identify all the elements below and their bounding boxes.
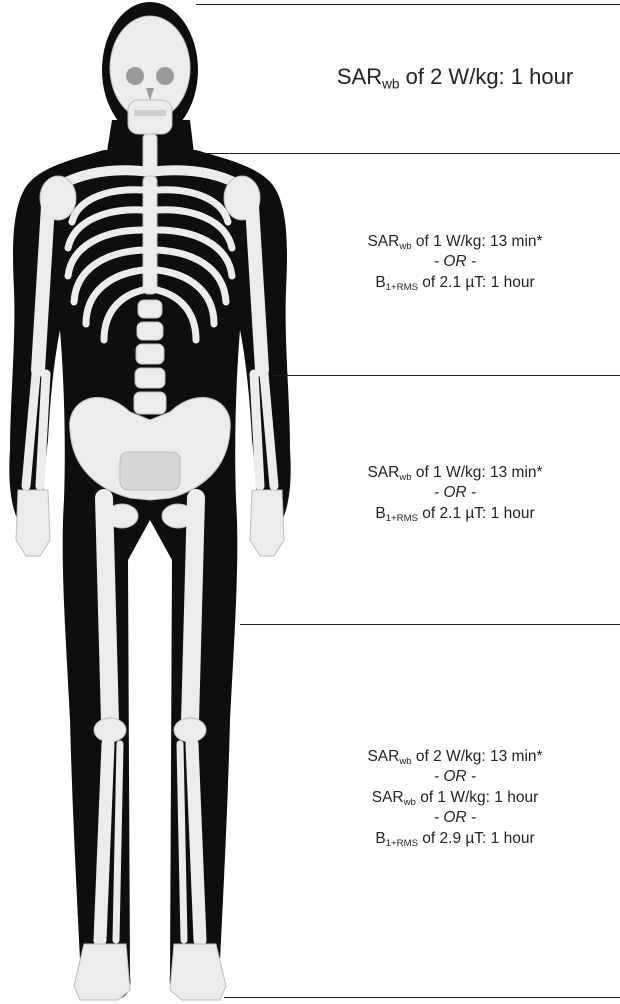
limit-value: of 2.1 µT: 1 hour: [418, 505, 535, 522]
quantity-symbol: SAR: [367, 233, 399, 250]
limit-value: of 2 W/kg: 1 hour: [400, 64, 574, 89]
limit-text: B1+RMS of 2.1 µT: 1 hour: [290, 504, 620, 524]
zone-label-chest: SARwb of 1 W/kg: 13 min*- OR -B1+RMS of …: [290, 232, 620, 293]
quantity-symbol: SAR: [372, 789, 404, 806]
limit-text: SARwb of 1 W/kg: 13 min*: [290, 232, 620, 252]
quantity-subscript: 1+RMS: [386, 282, 418, 293]
limit-text: SARwb of 1 W/kg: 13 min*: [290, 463, 620, 483]
or-separator: - OR -: [290, 252, 620, 272]
quantity-subscript: wb: [399, 756, 411, 767]
limit-text: SARwb of 2 W/kg: 13 min*: [290, 747, 620, 767]
limit-value: of 1 W/kg: 1 hour: [416, 789, 538, 806]
divider-bottom: [224, 997, 620, 998]
limit-value: of 1 W/kg: 13 min*: [412, 233, 543, 250]
quantity-subscript: wb: [382, 76, 399, 91]
or-separator: - OR -: [290, 808, 620, 828]
limit-value: of 1 W/kg: 13 min*: [412, 464, 543, 481]
limit-text: SARwb of 2 W/kg: 1 hour: [290, 62, 620, 91]
quantity-symbol: SAR: [367, 748, 399, 765]
limit-value: of 2.1 µT: 1 hour: [418, 274, 535, 291]
quantity-subscript: wb: [404, 797, 416, 808]
limit-text: B1+RMS of 2.9 µT: 1 hour: [290, 829, 620, 849]
quantity-symbol: B: [375, 830, 385, 847]
limit-text: B1+RMS of 2.1 µT: 1 hour: [290, 273, 620, 293]
divider-abdomen-legs: [240, 624, 620, 625]
quantity-subscript: 1+RMS: [386, 513, 418, 524]
quantity-subscript: 1+RMS: [386, 838, 418, 849]
zone-label-abdomen: SARwb of 1 W/kg: 13 min*- OR -B1+RMS of …: [290, 463, 620, 524]
divider-chest-abdomen: [272, 375, 620, 376]
quantity-symbol: SAR: [337, 64, 382, 89]
quantity-symbol: B: [375, 505, 385, 522]
divider-top: [196, 4, 620, 5]
quantity-subscript: wb: [399, 472, 411, 483]
quantity-subscript: wb: [399, 241, 411, 252]
quantity-symbol: SAR: [367, 464, 399, 481]
divider-head-chest: [198, 153, 620, 154]
or-separator: - OR -: [290, 483, 620, 503]
zone-label-head: SARwb of 2 W/kg: 1 hour: [290, 62, 620, 91]
quantity-symbol: B: [375, 274, 385, 291]
limit-value: of 2 W/kg: 13 min*: [412, 748, 543, 765]
zone-label-legs: SARwb of 2 W/kg: 13 min*- OR -SARwb of 1…: [290, 747, 620, 849]
limit-text: SARwb of 1 W/kg: 1 hour: [290, 788, 620, 808]
or-separator: - OR -: [290, 767, 620, 787]
limit-value: of 2.9 µT: 1 hour: [418, 830, 535, 847]
